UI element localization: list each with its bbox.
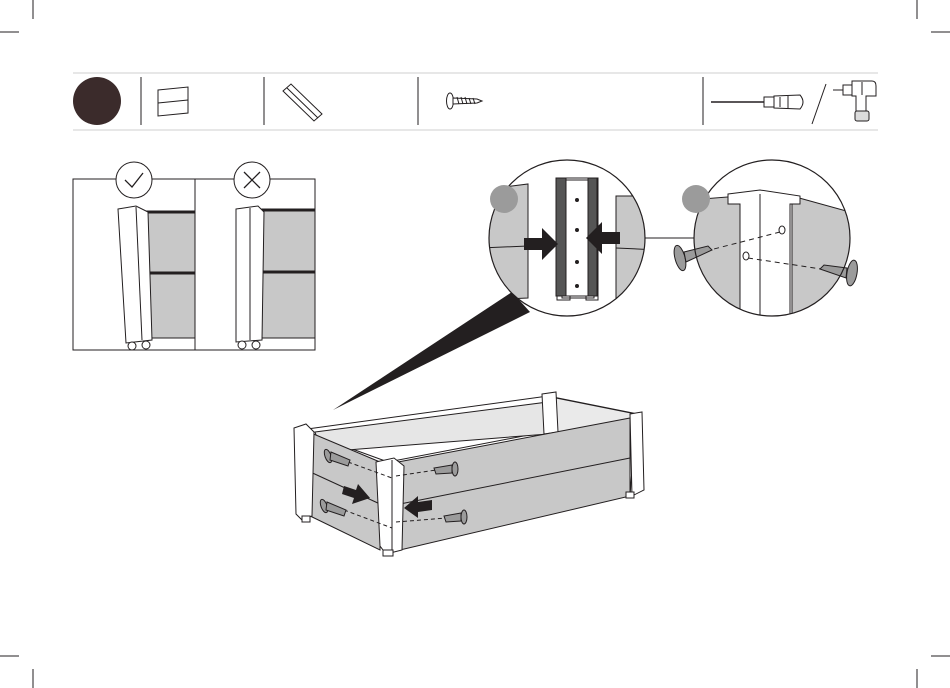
step-number bbox=[73, 81, 121, 121]
screw-icon bbox=[447, 93, 483, 109]
planter-box bbox=[294, 392, 644, 556]
screwdriver-icon bbox=[711, 95, 803, 109]
cross-icon bbox=[234, 162, 270, 198]
parts-bar bbox=[73, 73, 878, 130]
drill-icon bbox=[833, 81, 876, 121]
check-icon bbox=[116, 162, 152, 198]
panel-icon bbox=[158, 87, 188, 116]
correct-view bbox=[118, 206, 195, 350]
detail-badge bbox=[682, 185, 710, 213]
corner-post-icon bbox=[283, 84, 322, 121]
incorrect-view bbox=[236, 206, 315, 349]
detail-badge bbox=[490, 185, 518, 213]
comparison-panel bbox=[73, 162, 315, 350]
detail-pointer bbox=[333, 292, 530, 410]
detail-slide-in bbox=[480, 160, 660, 316]
detail-screws bbox=[672, 160, 859, 320]
